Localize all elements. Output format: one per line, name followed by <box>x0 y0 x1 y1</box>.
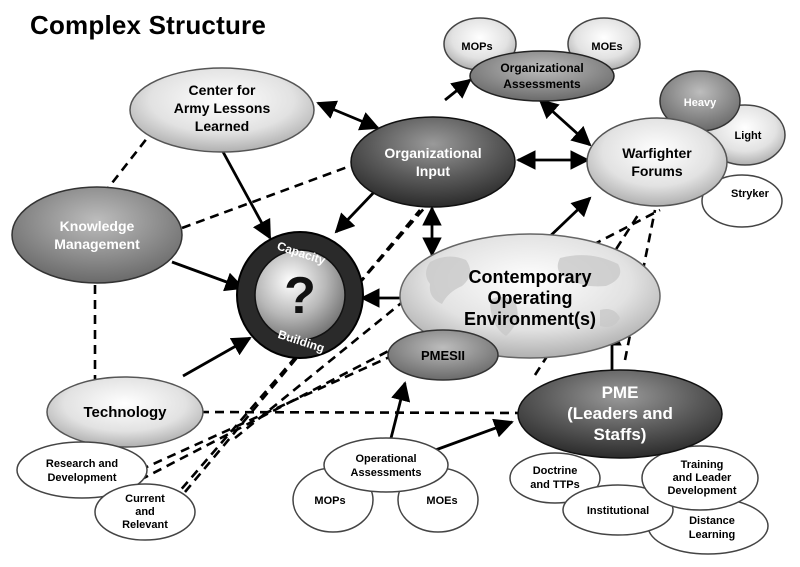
doctrine-ttps-node <box>509 452 601 504</box>
coe-line3: Environment(s) <box>464 309 596 329</box>
org-assessments-line2: Assessments <box>503 77 581 91</box>
capacity-building-core <box>254 249 346 341</box>
distance-line1: Distance <box>689 515 735 527</box>
institutional-label: Institutional <box>587 505 649 517</box>
pmesii-node <box>387 329 499 381</box>
pmesii-label: PMESII <box>421 348 465 363</box>
light-label: Light <box>735 130 762 142</box>
stryker-label: Stryker <box>731 188 770 200</box>
op-assess-line1: Operational <box>355 453 416 465</box>
moes-bottom-label: MOEs <box>426 495 457 507</box>
center-army-lessons-node <box>129 67 315 153</box>
org-input-line2: Input <box>416 163 451 179</box>
coe-line2: Operating <box>487 288 572 308</box>
knowledge-management-node <box>11 186 183 284</box>
organizational-input-node <box>350 116 516 208</box>
moes-top-label: MOEs <box>591 41 622 53</box>
stryker-node <box>701 174 783 228</box>
current-relevant-node <box>94 483 196 541</box>
doctrine-line2: and TTPs <box>530 479 580 491</box>
research-line1: Research and <box>46 458 118 470</box>
org-input-line1: Organizational <box>384 145 481 161</box>
current-line1: Current <box>125 493 165 505</box>
pme-line2: (Leaders and <box>567 404 673 423</box>
coe-line1: Contemporary <box>468 267 591 287</box>
mops-top-label: MOPs <box>461 41 492 53</box>
operational-assessments-node <box>323 437 449 493</box>
warfighter-forums-node <box>586 117 728 207</box>
world-map-backdrop <box>426 255 621 336</box>
mops-bottom-label: MOPs <box>314 495 345 507</box>
center-lessons-line2: Army Lessons <box>174 100 271 116</box>
doctrine-line1: Doctrine <box>533 465 578 477</box>
training-line3: Development <box>667 485 736 497</box>
training-leader-development-node <box>641 445 759 511</box>
knowledge-line2: Management <box>54 236 140 252</box>
warfighter-line1: Warfighter <box>622 145 692 161</box>
warfighter-line2: Forums <box>631 163 683 179</box>
diagram-title: Complex Structure <box>30 10 267 40</box>
question-mark: ? <box>284 267 316 325</box>
research-line2: Development <box>47 472 116 484</box>
technology-label: Technology <box>83 404 167 421</box>
op-assess-line2: Assessments <box>351 467 422 479</box>
pme-node <box>517 369 723 459</box>
center-lessons-line1: Center for <box>189 82 256 98</box>
distance-line2: Learning <box>689 529 735 541</box>
institutional-node <box>562 484 674 536</box>
technology-node <box>46 376 204 448</box>
pme-line1: PME <box>602 383 639 402</box>
training-line1: Training <box>681 459 724 471</box>
current-line3: Relevant <box>122 519 168 531</box>
pme-line3: Staffs) <box>594 425 647 444</box>
org-assessments-line1: Organizational <box>500 61 583 75</box>
current-line2: and <box>135 506 155 518</box>
research-development-node <box>16 441 148 499</box>
heavy-label: Heavy <box>684 97 717 109</box>
center-lessons-line3: Learned <box>195 118 249 134</box>
knowledge-line1: Knowledge <box>60 218 135 234</box>
training-line2: and Leader <box>673 472 732 484</box>
org-assessments-node <box>469 50 615 102</box>
